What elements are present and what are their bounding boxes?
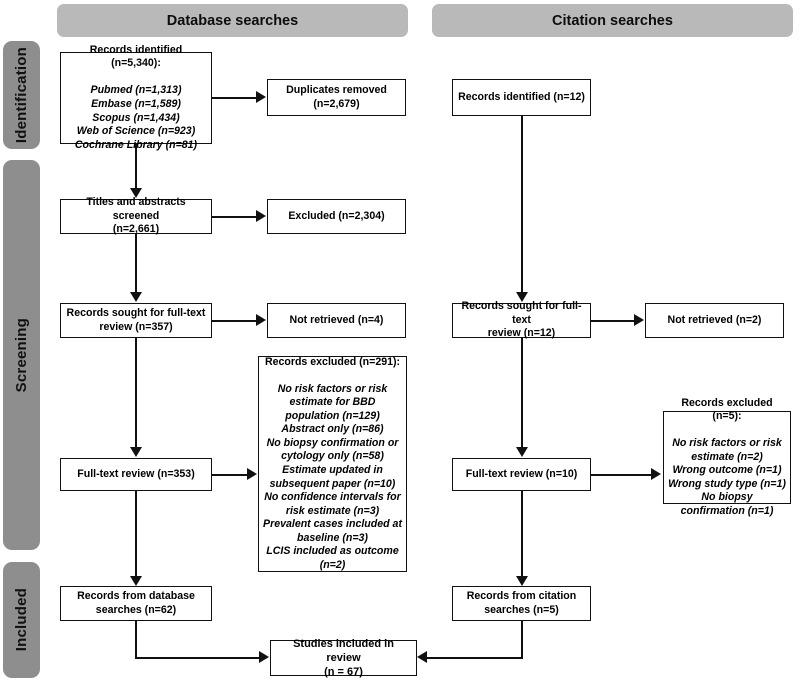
node-database-records-included: Records from database searches (n=62) [60, 586, 212, 621]
connector-citation-sought-to-not-retrieved [591, 320, 635, 322]
connector-sought-to-not-retrieved [212, 320, 257, 322]
connector-sought-to-fulltext [135, 338, 137, 449]
arrowhead-citation-included-to-final [417, 651, 427, 663]
arrowhead-citation-fulltext-to-included [516, 576, 528, 586]
arrowhead-db-included-to-final [259, 651, 269, 663]
node-database-records-excluded-sub: No risk factors or risk estimate for BBD… [263, 382, 402, 571]
node-database-not-retrieved: Not retrieved (n=4) [267, 303, 406, 338]
node-citation-records-identified: Records identified (n=12) [452, 79, 591, 116]
node-database-records-sought-text: Records sought for full-text review (n=3… [66, 306, 206, 333]
node-database-duplicates-removed-text: Duplicates removed (n=2,679) [286, 83, 387, 110]
node-database-records-identified: Records identified (n=5,340): Pubmed (n=… [60, 44, 212, 151]
node-database-records-identified-head: Records identified (n=5,340): [89, 43, 183, 70]
column-header-database-label: Database searches [166, 12, 299, 29]
arrowhead-identified-to-duplicates [256, 91, 266, 103]
node-studies-included-in-review: Studies included in review (n = 67) [270, 637, 417, 679]
arrowhead-citation-identified-to-sought [516, 292, 528, 302]
node-database-records-excluded: Records excluded (n=291): No risk factor… [258, 356, 407, 572]
node-citation-records-identified-text: Records identified (n=12) [458, 90, 585, 103]
connector-db-included-to-final-horizontal [135, 657, 260, 659]
column-header-citation-label: Citation searches [552, 12, 673, 29]
connector-identified-to-screened [135, 144, 137, 190]
arrowhead-fulltext-to-included [130, 576, 142, 586]
node-database-fulltext-review: Full-text review (n=353) [60, 458, 212, 491]
connector-citation-included-to-final-horizontal [427, 657, 522, 659]
connector-screened-to-excluded [212, 216, 257, 218]
arrowhead-screened-to-excluded [256, 210, 266, 222]
connector-citation-fulltext-to-records-excluded [591, 474, 652, 476]
arrowhead-citation-sought-to-not-retrieved [634, 314, 644, 326]
node-citation-records-included-text: Records from citation searches (n=5) [466, 589, 577, 616]
node-citation-fulltext-review-text: Full-text review (n=10) [465, 467, 578, 480]
node-database-records-included-text: Records from database searches (n=62) [77, 589, 195, 616]
arrowhead-sought-to-fulltext [130, 447, 142, 457]
stage-label-included: Included [13, 588, 30, 652]
node-database-titles-screened: Titles and abstracts screened (n=2,661) [60, 196, 212, 236]
arrowhead-fulltext-to-records-excluded [247, 468, 257, 480]
stage-bar-included: Included [3, 562, 40, 678]
node-database-records-excluded-head: Records excluded (n=291): [264, 355, 401, 368]
arrowhead-screened-to-sought [130, 292, 142, 302]
connector-citation-sought-to-fulltext [521, 338, 523, 449]
node-citation-not-retrieved-text: Not retrieved (n=2) [667, 313, 762, 326]
node-database-duplicates-removed: Duplicates removed (n=2,679) [267, 79, 406, 116]
column-header-database: Database searches [57, 4, 408, 37]
node-database-not-retrieved-text: Not retrieved (n=4) [289, 313, 384, 326]
node-citation-records-included: Records from citation searches (n=5) [452, 586, 591, 621]
stage-bar-screening: Screening [3, 160, 40, 550]
connector-fulltext-to-records-excluded [212, 474, 248, 476]
stage-label-screening: Screening [13, 317, 30, 393]
connector-db-included-to-final-vertical [135, 621, 137, 659]
arrowhead-identified-to-screened [130, 188, 142, 198]
node-citation-fulltext-review: Full-text review (n=10) [452, 458, 591, 491]
arrowhead-sought-to-not-retrieved [256, 314, 266, 326]
column-header-citation: Citation searches [432, 4, 793, 37]
node-citation-records-excluded: Records excluded (n=5): No risk factors … [663, 397, 791, 517]
arrowhead-citation-sought-to-fulltext [516, 447, 528, 457]
connector-citation-included-to-final-vertical [521, 621, 523, 659]
node-database-fulltext-review-text: Full-text review (n=353) [77, 467, 195, 480]
stage-label-identification: Identification [13, 46, 30, 144]
connector-citation-fulltext-to-included [521, 491, 523, 578]
node-database-records-sought: Records sought for full-text review (n=3… [60, 303, 212, 338]
node-database-excluded-screening: Excluded (n=2,304) [267, 199, 406, 234]
node-citation-records-excluded-sub: No risk factors or risk estimate (n=2) W… [668, 437, 786, 517]
node-database-titles-screened-text: Titles and abstracts screened (n=2,661) [86, 196, 186, 236]
node-studies-included-in-review-text: Studies included in review (n = 67) [293, 637, 394, 679]
connector-citation-identified-to-sought [521, 116, 523, 294]
connector-screened-to-sought [135, 234, 137, 294]
stage-bar-identification: Identification [3, 41, 40, 149]
connector-identified-to-duplicates [212, 97, 257, 99]
arrowhead-citation-fulltext-to-records-excluded [651, 468, 661, 480]
node-citation-records-sought-text: Records sought for full-text review (n=1… [461, 300, 582, 340]
connector-fulltext-to-included [135, 491, 137, 578]
node-citation-records-excluded-head: Records excluded (n=5): [681, 396, 773, 423]
node-citation-not-retrieved: Not retrieved (n=2) [645, 303, 784, 338]
node-database-records-identified-sub: Pubmed (n=1,313) Embase (n=1,589) Scopus… [74, 84, 198, 151]
node-citation-records-sought: Records sought for full-text review (n=1… [452, 300, 591, 340]
node-database-excluded-screening-text: Excluded (n=2,304) [288, 209, 385, 222]
